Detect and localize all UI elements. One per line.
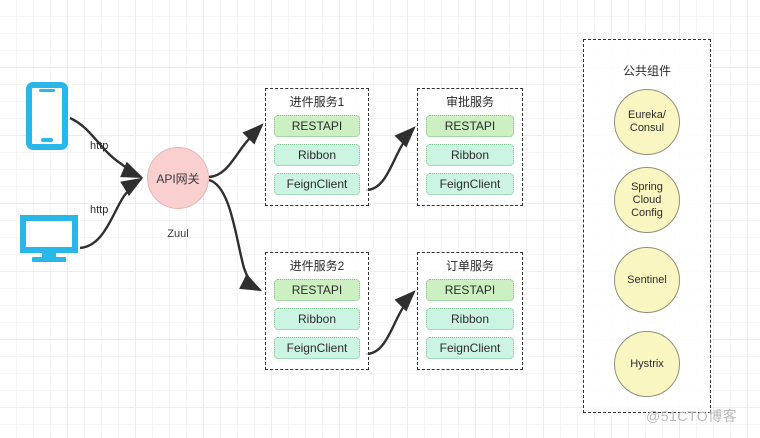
monitor-screen — [20, 215, 78, 253]
monitor-neck — [42, 252, 56, 258]
component-node-sentinel[interactable]: Sentinel — [614, 247, 680, 313]
watermark: @51CTO博客 — [646, 408, 738, 424]
service-group-intake-2[interactable]: 进件服务2 RESTAPI Ribbon FeignClient — [265, 252, 369, 370]
component-node-spring-cloud-config[interactable]: Spring Cloud Config — [614, 167, 680, 233]
common-components-title: 公共组件 — [622, 64, 671, 78]
component-line: Sentinel — [627, 273, 667, 286]
service-layer-feignclient[interactable]: FeignClient — [426, 337, 514, 359]
service-layer-restapi[interactable]: RESTAPI — [426, 279, 514, 301]
common-components-panel[interactable]: 公共组件 Eureka/ Consul Spring Cloud Config … — [583, 39, 711, 413]
mobile-phone-icon — [26, 82, 68, 150]
service-title: 进件服务1 — [289, 95, 345, 109]
component-line: Consul — [629, 122, 665, 134]
edge-service-1-to-approval — [365, 126, 416, 192]
service-layer-feignclient[interactable]: FeignClient — [426, 173, 514, 195]
service-group-order[interactable]: 订单服务 RESTAPI Ribbon FeignClient — [417, 252, 523, 370]
edge-service-2-to-order — [365, 290, 416, 356]
service-title: 审批服务 — [445, 95, 494, 109]
api-gateway-sublabel: Zuul — [167, 228, 189, 240]
service-layer-restapi[interactable]: RESTAPI — [274, 279, 360, 301]
service-group-approval[interactable]: 审批服务 RESTAPI Ribbon FeignClient — [417, 88, 523, 206]
service-layer-feignclient[interactable]: FeignClient — [274, 337, 360, 359]
phone-speaker — [39, 89, 55, 92]
service-layer-ribbon[interactable]: Ribbon — [426, 144, 514, 166]
service-layer-ribbon[interactable]: Ribbon — [274, 308, 360, 330]
phone-home-button — [41, 138, 53, 142]
component-node-hystrix[interactable]: Hystrix — [614, 331, 680, 397]
component-line: Cloud — [632, 193, 662, 206]
edge-label-http-phone: http — [90, 140, 109, 152]
service-layer-restapi[interactable]: RESTAPI — [426, 115, 514, 137]
service-layer-feignclient[interactable]: FeignClient — [274, 173, 360, 195]
service-layer-restapi[interactable]: RESTAPI — [274, 115, 360, 137]
api-gateway-node[interactable]: API网关 — [147, 147, 209, 209]
component-line: Spring — [631, 180, 663, 193]
component-line: Hystrix — [630, 357, 664, 370]
monitor-icon — [20, 215, 78, 262]
service-layer-ribbon[interactable]: Ribbon — [274, 144, 360, 166]
service-title: 订单服务 — [445, 259, 494, 273]
edge-gateway-to-service-2 — [208, 178, 263, 292]
service-group-intake-1[interactable]: 进件服务1 RESTAPI Ribbon FeignClient — [265, 88, 369, 206]
service-layer-ribbon[interactable]: Ribbon — [426, 308, 514, 330]
monitor-base — [32, 257, 66, 262]
service-title: 进件服务2 — [289, 259, 345, 273]
edge-label-http-desktop: http — [90, 204, 109, 216]
edge-gateway-to-service-1 — [208, 123, 264, 179]
component-line: Eureka/ — [628, 109, 666, 121]
component-node-eureka-consul[interactable]: Eureka/ Consul — [614, 89, 680, 155]
component-line: Config — [631, 206, 663, 219]
